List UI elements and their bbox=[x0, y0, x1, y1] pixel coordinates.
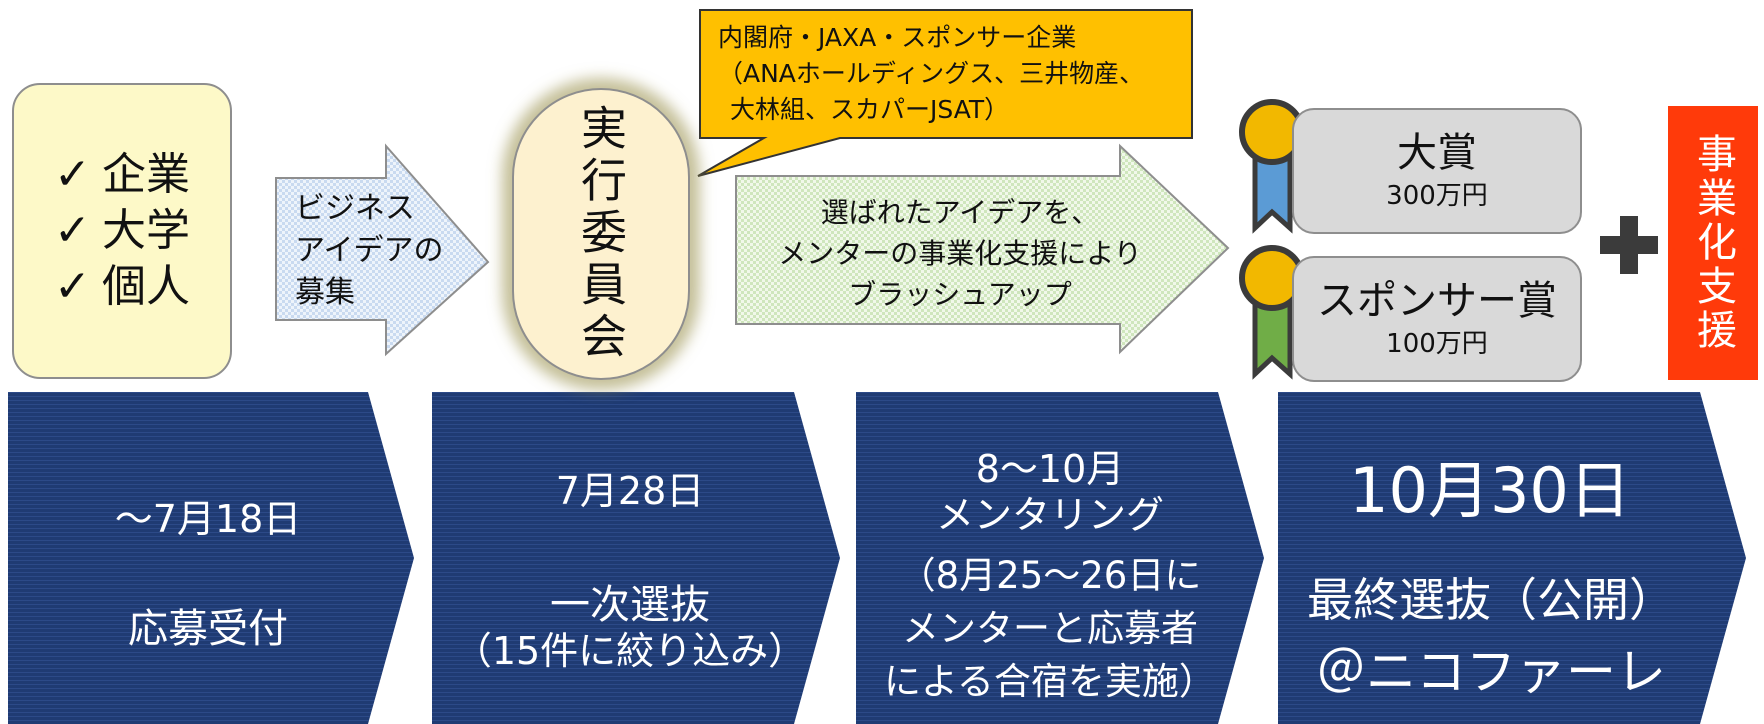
applicant-item: ✓大学 bbox=[54, 203, 230, 259]
award-name: スポンサー賞 bbox=[1317, 278, 1557, 324]
check-icon: ✓ bbox=[54, 149, 91, 200]
timeline-chevron-4 bbox=[1278, 392, 1746, 724]
timeline-date: 7月28日 bbox=[555, 469, 705, 513]
timeline-label: 応募受付 bbox=[128, 606, 288, 652]
timeline-sub: （8月25～26日に bbox=[898, 554, 1202, 597]
check-icon: ✓ bbox=[54, 261, 91, 312]
medal-icon bbox=[1239, 245, 1305, 380]
applicants-box: ✓企業 ✓大学 ✓個人 bbox=[12, 83, 232, 379]
committee-box: 実行委員会 bbox=[512, 88, 690, 380]
brushup-arrow bbox=[735, 143, 1230, 355]
timeline-sub: による合宿を実施） bbox=[884, 660, 1216, 703]
callout-text: 内閣府・JAXA・スポンサー企業 （ANAホールディングス、三井物産、 大林組、… bbox=[718, 23, 1145, 124]
timeline-date: ～7月18日 bbox=[114, 497, 302, 541]
recruit-arrow bbox=[275, 143, 490, 357]
timeline-date: 8～10月 bbox=[975, 447, 1125, 491]
sponsor-prize-box: スポンサー賞 100万円 bbox=[1292, 256, 1582, 382]
applicant-item: ✓個人 bbox=[54, 259, 230, 315]
timeline-label: 最終選抜（公開） bbox=[1307, 573, 1675, 627]
timeline-label: メンタリング bbox=[935, 493, 1164, 537]
timeline-venue: ＠ニコファーレ bbox=[1316, 643, 1666, 701]
award-prize: 300万円 bbox=[1386, 181, 1488, 211]
timeline-chevron-2 bbox=[432, 392, 840, 724]
grand-prize-box: 大賞 300万円 bbox=[1292, 108, 1582, 234]
award-prize: 100万円 bbox=[1386, 329, 1488, 359]
timeline-chevron-3 bbox=[856, 392, 1264, 724]
award-name: 大賞 bbox=[1397, 130, 1477, 176]
check-icon: ✓ bbox=[54, 205, 91, 256]
timeline-date: 10月30日 bbox=[1349, 454, 1631, 527]
timeline-chevron-1 bbox=[8, 392, 414, 724]
timeline-sub: （15件に絞り込み） bbox=[453, 629, 807, 673]
support-box: 事業化支援 bbox=[1668, 106, 1758, 380]
timeline-label: 一次選抜 bbox=[550, 582, 710, 628]
timeline-sub: メンターと応募者 bbox=[902, 607, 1198, 650]
applicant-item: ✓企業 bbox=[54, 147, 230, 203]
callout-bubble bbox=[697, 9, 1193, 177]
plus-icon bbox=[1620, 216, 1638, 274]
medal-icon bbox=[1239, 99, 1305, 234]
brushup-label: 選ばれたアイデアを、 メンターの事業化支援により ブラッシュアップ bbox=[778, 196, 1142, 311]
recruit-label: ビジネス アイデアの 募集 bbox=[295, 191, 444, 310]
support-label: 事業化支援 bbox=[1690, 133, 1736, 353]
committee-label: 実行委員会 bbox=[574, 104, 628, 364]
